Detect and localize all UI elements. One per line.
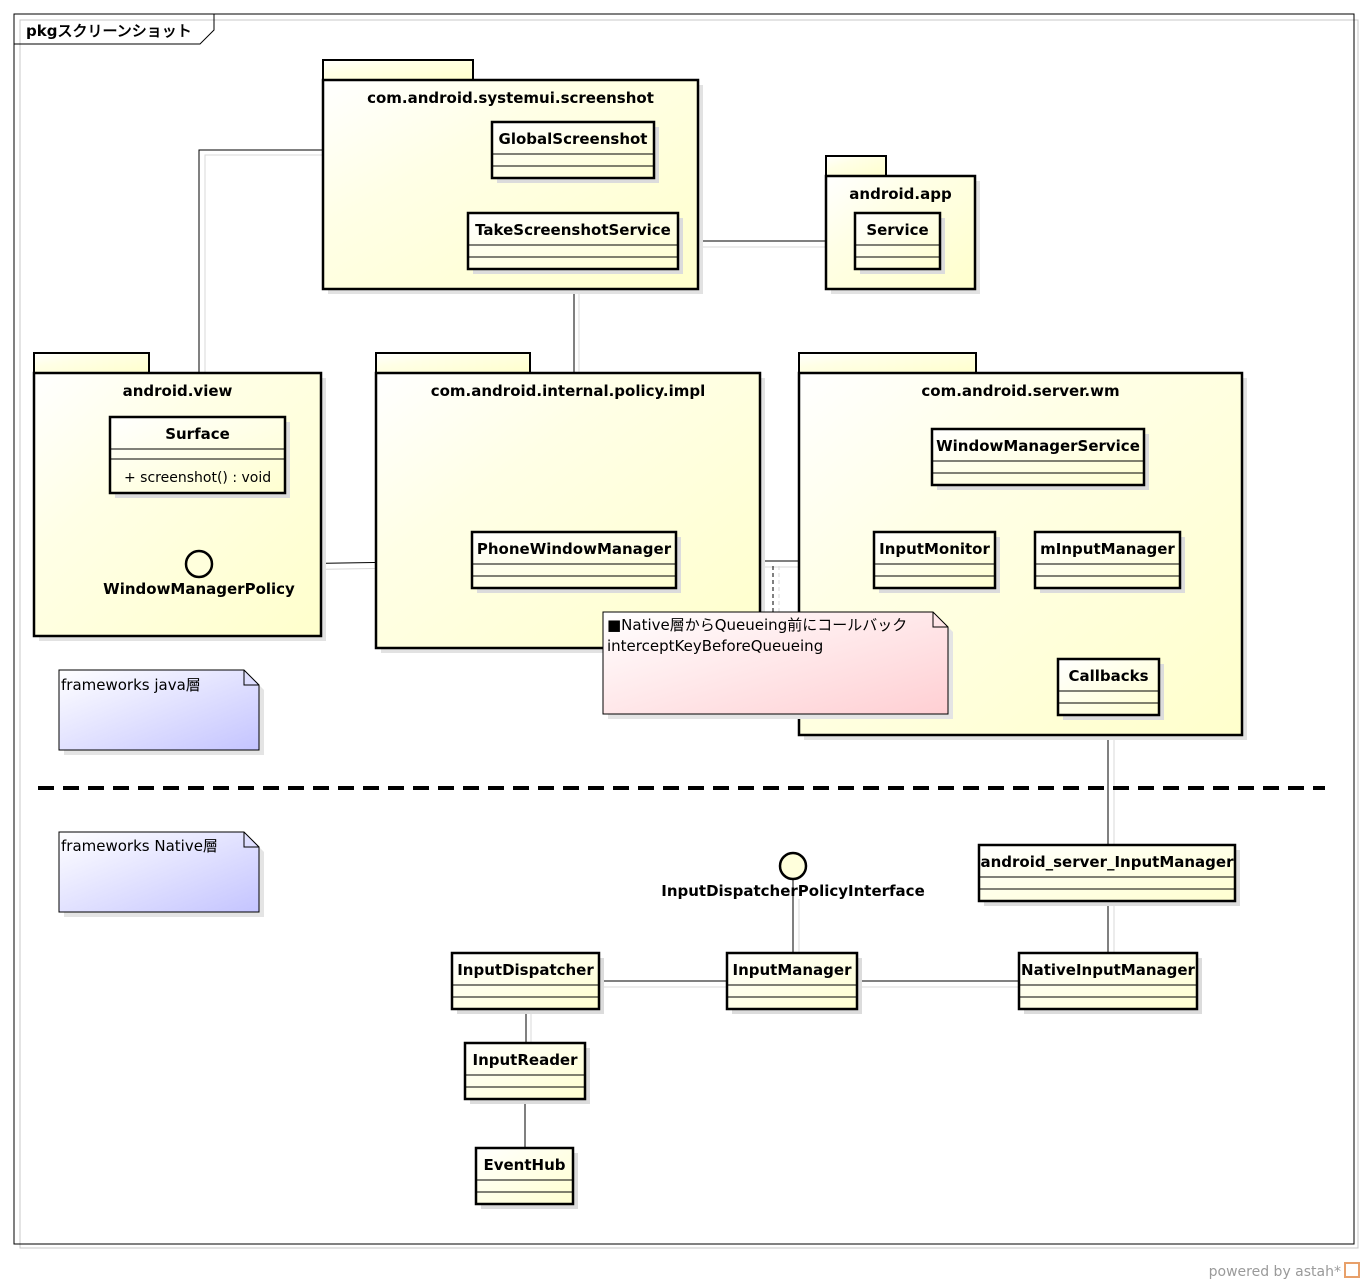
frame-label: pkgスクリーンショット	[14, 14, 214, 42]
package-name: android.app	[849, 185, 952, 203]
interface-window-manager-policy: WindowManagerPolicy	[103, 549, 295, 598]
package-name: com.android.systemui.screenshot	[367, 89, 654, 107]
class-name: InputDispatcher	[457, 961, 594, 979]
note-line-1: ■Native層からQueueing前にコールバック	[607, 616, 907, 634]
class-name: InputReader	[473, 1051, 579, 1069]
class-name: PhoneWindowManager	[477, 540, 672, 558]
class-name: Service	[866, 221, 928, 239]
class-window-manager-service: WindowManagerService	[930, 427, 1149, 490]
interface-label: WindowManagerPolicy	[103, 580, 295, 598]
astah-logo-icon	[1344, 1262, 1360, 1278]
class-input-dispatcher: InputDispatcher	[450, 951, 604, 1014]
class-input-reader: InputReader	[463, 1041, 590, 1104]
class-event-hub: EventHub	[474, 1146, 578, 1209]
package-internal-policy-impl: com.android.internal.policy.impl	[374, 352, 765, 653]
package-name: com.android.internal.policy.impl	[431, 382, 706, 400]
note-native-callback: ■Native層からQueueing前にコールバック interceptKeyB…	[602, 611, 953, 719]
package-name: com.android.server.wm	[921, 382, 1119, 400]
class-name: WindowManagerService	[936, 437, 1140, 455]
note-java-layer: frameworks java層	[58, 669, 264, 755]
interface-label: InputDispatcherPolicyInterface	[661, 882, 925, 900]
class-phone-window-manager: PhoneWindowManager	[470, 530, 681, 593]
interface-circle-icon	[778, 851, 808, 881]
outer-frame	[13, 13, 1359, 1249]
note-text: frameworks Native層	[61, 837, 218, 855]
class-service: Service	[853, 211, 945, 274]
interface-input-dispatcher-policy: InputDispatcherPolicyInterface	[661, 851, 925, 900]
class-operation: + screenshot() : void	[124, 470, 271, 486]
class-android-server-input-manager: android_server_InputManager	[977, 843, 1240, 906]
class-name: GlobalScreenshot	[499, 130, 648, 148]
note-text: frameworks java層	[61, 676, 201, 694]
class-m-input-manager: mInputManager	[1033, 530, 1185, 593]
class-name: EventHub	[483, 1156, 565, 1174]
class-name: NativeInputManager	[1021, 961, 1196, 979]
frame-title: pkgスクリーンショット	[26, 22, 192, 40]
class-name: Surface	[165, 425, 230, 443]
class-name: TakeScreenshotService	[475, 221, 671, 239]
class-take-screenshot-service: TakeScreenshotService	[466, 211, 683, 274]
class-name: mInputManager	[1040, 540, 1175, 558]
class-name: android_server_InputManager	[981, 853, 1235, 871]
powered-by-text: powered by astah*	[1208, 1264, 1341, 1280]
class-name: InputMonitor	[879, 540, 990, 558]
class-native-input-manager: NativeInputManager	[1017, 951, 1202, 1014]
class-callbacks: Callbacks	[1056, 657, 1164, 720]
note-line-2: interceptKeyBeforeQueueing	[607, 637, 823, 655]
class-input-monitor: InputMonitor	[872, 530, 1000, 593]
package-name: android.view	[123, 382, 233, 400]
class-input-manager: InputManager	[725, 951, 862, 1014]
note-native-layer: frameworks Native層	[58, 831, 264, 917]
class-name: InputManager	[732, 961, 852, 979]
class-global-screenshot: GlobalScreenshot	[490, 120, 659, 183]
footer: powered by astah*	[1209, 1262, 1360, 1280]
class-surface: Surface + screenshot() : void	[108, 415, 290, 498]
class-name: Callbacks	[1068, 667, 1148, 685]
interface-circle-icon	[184, 549, 214, 579]
